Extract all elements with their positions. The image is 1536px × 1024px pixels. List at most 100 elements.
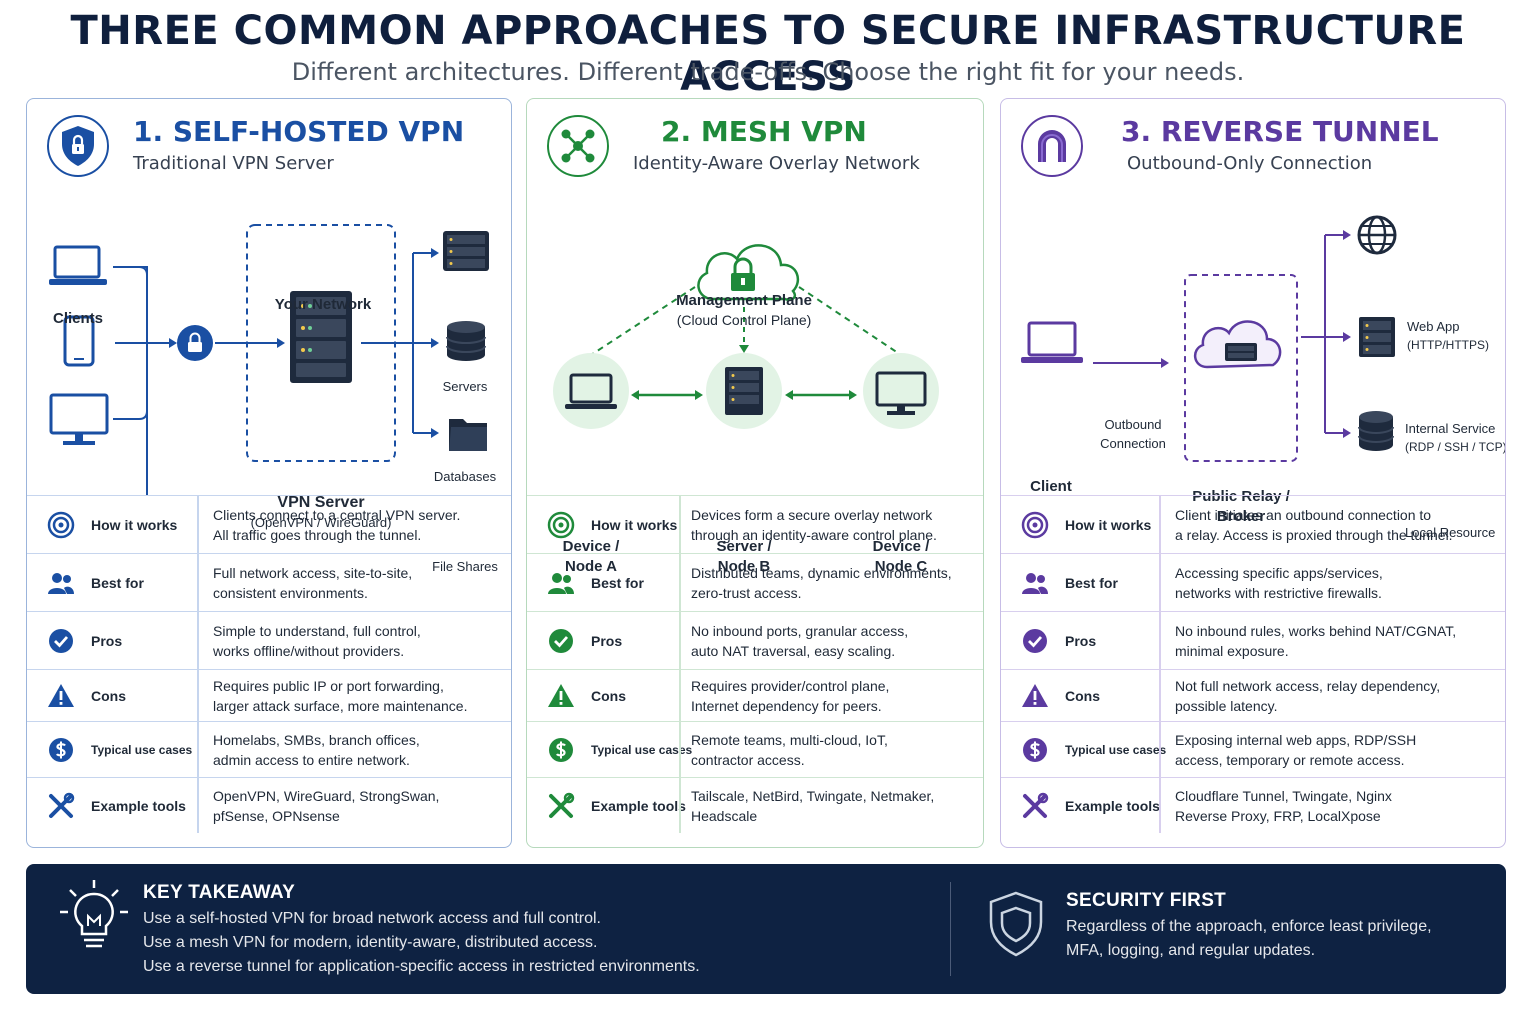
row-label: How it works (1065, 516, 1152, 533)
row-value: Tailscale, NetBird, Twingate, Netmaker, … (691, 787, 935, 824)
row-value: Requires public IP or port forwarding, l… (213, 677, 468, 714)
tools-icon (1023, 792, 1049, 818)
row-typical-use-cases: Typical use cases Exposing internal web … (1001, 721, 1505, 777)
web-app-label: Web App (1407, 319, 1460, 334)
server-icon (1359, 317, 1395, 357)
row-value: Client initiates an outbound connection … (1175, 506, 1453, 543)
row-value: Exposing internal web apps, RDP/SSH acce… (1175, 731, 1417, 768)
row-value: Accessing specific apps/services, networ… (1175, 564, 1383, 601)
takeaway-line: Use a reverse tunnel for application-spe… (143, 958, 700, 975)
row-label: Best for (91, 574, 144, 591)
row-label: How it works (91, 516, 178, 533)
row-label: Pros (591, 632, 623, 649)
client-label: Client (1030, 478, 1072, 495)
row-how-it-works: How it works Clients connect to a centra… (27, 495, 511, 553)
dollar-icon (1023, 737, 1047, 762)
row-label: Best for (591, 574, 644, 591)
panel-self-hosted-vpn: 1. SELF-HOSTED VPN Traditional VPN Serve… (26, 98, 512, 848)
row-value: Simple to understand, full control, work… (213, 622, 421, 659)
node-a-label-1: Device / (562, 538, 620, 555)
panel-subtitle: Traditional VPN Server (133, 153, 334, 174)
row-value: Homelabs, SMBs, branch offices, admin ac… (213, 731, 420, 768)
row-value: Distributed teams, dynamic environments,… (691, 564, 952, 601)
target-icon (47, 511, 75, 538)
web-app-sub: (HTTP/HTTPS) (1407, 338, 1489, 352)
target-icon (547, 511, 575, 538)
outbound-label-1: Outbound (1104, 417, 1162, 432)
row-best-for: Best for Full network access, site-to-si… (27, 553, 511, 611)
shield-icon (989, 891, 1043, 957)
row-example-tools: Example tools Cloudflare Tunnel, Twingat… (1001, 777, 1505, 833)
users-icon (48, 572, 74, 594)
warning-icon (1022, 683, 1048, 707)
tools-icon (549, 792, 575, 818)
row-value: Cloudflare Tunnel, Twingate, Nginx Rever… (1175, 787, 1392, 824)
databases-label: Databases (433, 469, 497, 484)
row-value: OpenVPN, WireGuard, StrongSwan, pfSense,… (213, 787, 440, 824)
laptop-icon (565, 373, 617, 409)
row-label: Example tools (1065, 797, 1160, 814)
node-c-label-1: Device / (872, 538, 930, 555)
panel-title: 2. MESH VPN (661, 115, 867, 148)
relay-label-1: Public Relay / (1192, 488, 1290, 505)
users-icon (1022, 572, 1048, 594)
row-label: Example tools (91, 797, 186, 814)
row-label: How it works (591, 516, 678, 533)
details-table: How it works Client initiates an outboun… (1001, 495, 1505, 833)
row-example-tools: Example tools Tailscale, NetBird, Twinga… (527, 777, 983, 833)
row-pros: Pros No inbound rules, works behind NAT/… (1001, 611, 1505, 669)
magnet-icon (1021, 115, 1083, 177)
node-b-label-1: Server / (716, 538, 772, 555)
cloud-server-icon (1194, 320, 1282, 369)
target-icon (1021, 511, 1049, 538)
row-value: No inbound rules, works behind NAT/CGNAT… (1175, 622, 1457, 659)
file-shares-label: File Shares (432, 559, 498, 574)
key-takeaway-title: KEY TAKEAWAY (143, 882, 296, 903)
tools-icon (49, 792, 75, 818)
page-title: THREE COMMON APPROACHES TO SECURE INFRAS… (70, 8, 1466, 100)
row-label: Typical use cases (1065, 742, 1167, 757)
monitor-icon (875, 371, 927, 415)
takeaway-line: Use a mesh VPN for modern, identity-awar… (143, 934, 598, 951)
row-value: Not full network access, relay dependenc… (1175, 677, 1441, 714)
row-label: Typical use cases (91, 742, 193, 757)
cloud-lock-icon (697, 244, 800, 301)
network-label: Your Network (274, 296, 372, 313)
vpn-diagram: Clients Your Network VPN Server (OpenVPN… (27, 195, 511, 574)
row-label: Cons (1065, 687, 1100, 704)
management-plane-sub: (Cloud Control Plane) (676, 312, 812, 328)
row-label: Cons (591, 687, 626, 704)
security-line: Regardless of the approach, enforce leas… (1066, 918, 1432, 935)
globe-icon (1357, 215, 1397, 255)
database-icon (1358, 411, 1394, 451)
panel-title: 1. SELF-HOSTED VPN (133, 115, 465, 148)
management-plane-label: Management Plane (676, 292, 812, 309)
laptop-icon (1021, 321, 1083, 363)
row-value: Requires provider/control plane, Interne… (691, 677, 890, 714)
row-pros: Pros No inbound ports, granular access, … (527, 611, 983, 669)
lock-icon (177, 325, 213, 361)
row-example-tools: Example tools OpenVPN, WireGuard, Strong… (27, 777, 511, 833)
details-table: How it works Devices form a secure overl… (527, 495, 983, 833)
vpn-server-icon (290, 291, 352, 383)
check-circle-icon (549, 628, 573, 653)
row-value: Remote teams, multi-cloud, IoT, contract… (691, 731, 888, 768)
row-value: No inbound ports, granular access, auto … (691, 622, 909, 659)
row-how-it-works: How it works Client initiates an outboun… (1001, 495, 1505, 553)
row-cons: Cons Not full network access, relay depe… (1001, 669, 1505, 721)
node-a-label-2: Node A (565, 558, 617, 575)
check-circle-icon (49, 628, 73, 653)
row-cons: Cons Requires provider/control plane, In… (527, 669, 983, 721)
phone-icon (63, 315, 95, 367)
node-b-label-2: Node B (717, 558, 771, 575)
security-first-title: SECURITY FIRST (1066, 890, 1227, 911)
vpn-server-sub: (OpenVPN / WireGuard) (250, 515, 392, 530)
row-label: Best for (1065, 574, 1118, 591)
row-value: Devices form a secure overlay network th… (691, 506, 937, 543)
database-icon (446, 321, 486, 361)
row-how-it-works: How it works Devices form a secure overl… (527, 495, 983, 553)
row-typical-use-cases: Typical use cases Remote teams, multi-cl… (527, 721, 983, 777)
shield-icon (47, 115, 109, 177)
tunnel-diagram: Client Outbound Connection Public Relay … (1001, 195, 1505, 540)
details-table: How it works Clients connect to a centra… (27, 495, 511, 833)
